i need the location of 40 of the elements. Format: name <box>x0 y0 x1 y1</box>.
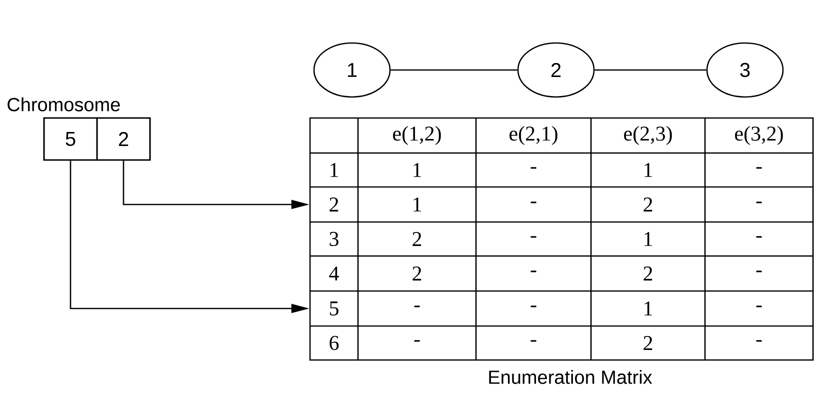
table-cell: 1 <box>644 163 652 177</box>
table-cell: - <box>530 236 536 238</box>
table-cell: 1 <box>414 198 421 212</box>
table-cell: - <box>756 167 762 169</box>
table-cell: 1 <box>414 163 421 177</box>
row-number: 5 <box>330 302 338 316</box>
table-cell: - <box>530 306 536 308</box>
table-cell: - <box>756 202 762 204</box>
table-cell: - <box>756 236 762 238</box>
table-cell: - <box>530 167 536 169</box>
circle-node: 1 <box>313 42 391 98</box>
row-number: 2 <box>330 198 338 212</box>
table-cell: - <box>530 202 536 204</box>
column-header: e(2,3) <box>624 126 672 146</box>
gene-cell: 2 <box>96 117 151 161</box>
row-number: 4 <box>329 266 339 280</box>
table-cell: 1 <box>644 232 652 246</box>
table-cell: 2 <box>412 232 422 246</box>
connector-line <box>594 69 706 71</box>
table-cell: - <box>414 340 420 342</box>
table-cell: - <box>414 306 420 308</box>
table-cell: 2 <box>644 336 652 350</box>
caption: Enumeration Matrix <box>489 370 652 384</box>
row-number: 6 <box>330 336 339 350</box>
node-label: Chromosome <box>8 97 120 112</box>
connector-line <box>390 69 518 71</box>
table-cell: - <box>756 340 762 342</box>
table-cell: - <box>756 306 762 308</box>
row-number: 3 <box>330 232 338 246</box>
table-cell: 2 <box>644 198 652 212</box>
circle-node: 2 <box>517 42 595 98</box>
table-cell: - <box>530 340 536 342</box>
row-number: 1 <box>330 163 338 177</box>
table-cell: 2 <box>644 266 652 280</box>
circle-node: 3 <box>706 42 784 98</box>
table-cell: - <box>530 270 536 272</box>
table-cell: 1 <box>644 302 652 316</box>
table-cell: - <box>756 270 762 272</box>
gene-cell: 5 <box>43 117 98 161</box>
table-cell: 2 <box>412 266 422 280</box>
